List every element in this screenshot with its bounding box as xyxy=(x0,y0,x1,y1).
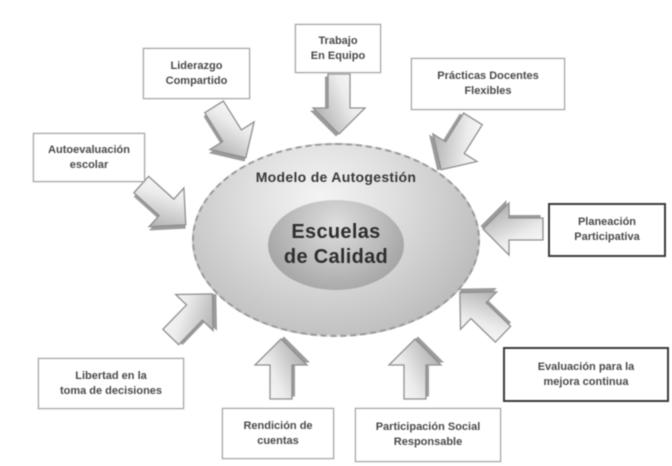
node-trabajo-en-equipo: Trabajo En Equipo xyxy=(295,24,381,73)
node-label-line2: Flexibles xyxy=(464,85,512,97)
node-practicas-docentes-flexibles: Prácticas Docentes Flexibles xyxy=(411,58,565,110)
core-label-line2: de Calidad xyxy=(283,246,389,268)
node-label-line1: Evaluación para la xyxy=(537,360,635,373)
node-label-line2: cuentas xyxy=(257,434,299,447)
core-ellipse: Escuelas de Calidad xyxy=(268,200,404,290)
node-label-line2: Participativa xyxy=(574,231,640,243)
arrow-rendicion-cuentas-icon xyxy=(254,335,311,400)
node-label-line2: mejora continua xyxy=(543,375,629,388)
arrow-participacion-social-icon xyxy=(388,335,445,400)
node-label-line1: Participación Social xyxy=(375,421,481,433)
node-label-line2: escolar xyxy=(69,158,109,171)
arrow-trabajo-en-equipo-icon xyxy=(309,73,366,138)
node-label-line1: Trabajo xyxy=(318,34,358,47)
node-label-line1: Rendición de xyxy=(243,419,313,432)
node-liderazgo-compartido: Liderazgo Compartido xyxy=(143,48,250,99)
node-participacion-social-responsable: Participación Social Responsable xyxy=(355,408,501,462)
node-evaluacion-mejora-continua: Evaluación para la mejora continua xyxy=(503,347,669,402)
node-label-line1: Autoevaluación xyxy=(48,143,130,156)
node-planeacion-participativa: Planeación Participativa xyxy=(548,203,666,257)
node-label-line1: Libertad en la xyxy=(75,369,147,382)
node-label-line1: Prácticas Docentes xyxy=(437,70,539,82)
model-title: Modelo de Autogestión xyxy=(255,169,417,185)
node-autoevaluacion-escolar: Autoevaluación escolar xyxy=(33,133,145,182)
node-label-line2: Responsable xyxy=(393,436,463,448)
node-label-line2: Compartido xyxy=(165,74,228,87)
node-label-line2: En Equipo xyxy=(310,49,366,62)
core-label-line1: Escuelas xyxy=(291,221,381,243)
node-label-line1: Liderazgo xyxy=(170,59,223,72)
node-label-line2: toma de decisiones xyxy=(59,384,163,397)
node-libertad-toma-decisiones: Libertad en la toma de decisiones xyxy=(38,358,184,409)
node-label-line1: Planeación xyxy=(577,216,637,228)
arrow-planeacion-participativa-icon xyxy=(479,199,544,256)
node-rendicion-de-cuentas: Rendición de cuentas xyxy=(222,408,334,459)
